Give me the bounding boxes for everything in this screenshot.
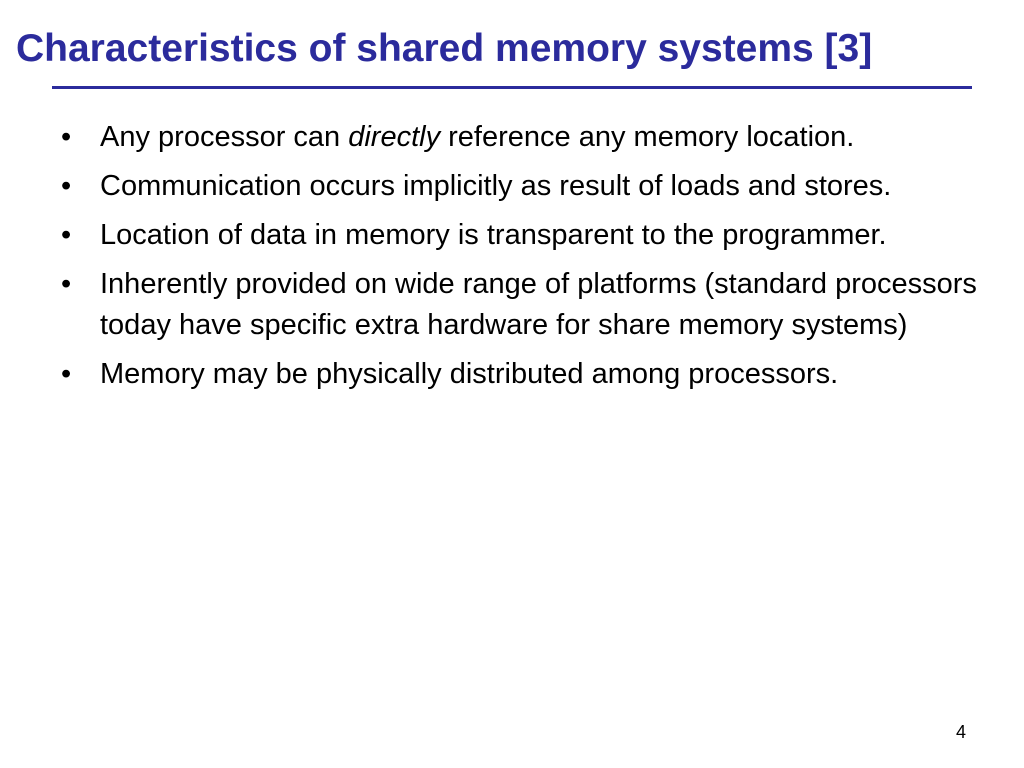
bullet-emphasis: directly — [348, 121, 441, 153]
bullet-item-platforms: • Inherently provided on wide range of p… — [56, 264, 986, 346]
slide-title: Characteristics of shared memory systems… — [16, 27, 873, 70]
page-number: 4 — [955, 722, 966, 742]
bullet-item-communication: • Communication occurs implicitly as res… — [56, 166, 986, 207]
bullet-item-distributed: • Memory may be physically distributed a… — [56, 354, 986, 395]
bullet-text-part: reference any memory location. — [440, 121, 855, 153]
bullet-item-direct-reference: • Any processor can directly reference a… — [56, 117, 986, 158]
bullet-item-location-transparent: • Location of data in memory is transpar… — [56, 215, 986, 256]
bullet-text-part: Any processor can — [100, 121, 349, 153]
bullet-text: Memory may be physically distributed amo… — [100, 358, 839, 390]
bullet-icon: • — [61, 219, 72, 251]
title-underline — [52, 86, 972, 89]
bullet-icon: • — [61, 268, 72, 300]
bullet-text: Inherently provided on wide range of pla… — [100, 268, 977, 341]
bullet-icon: • — [61, 170, 72, 202]
bullet-icon: • — [61, 358, 72, 390]
bullet-icon: • — [61, 121, 72, 153]
bullet-list: • Any processor can directly reference a… — [56, 117, 986, 403]
bullet-text: Communication occurs implicitly as resul… — [100, 170, 892, 202]
bullet-text: Location of data in memory is transparen… — [100, 219, 887, 251]
